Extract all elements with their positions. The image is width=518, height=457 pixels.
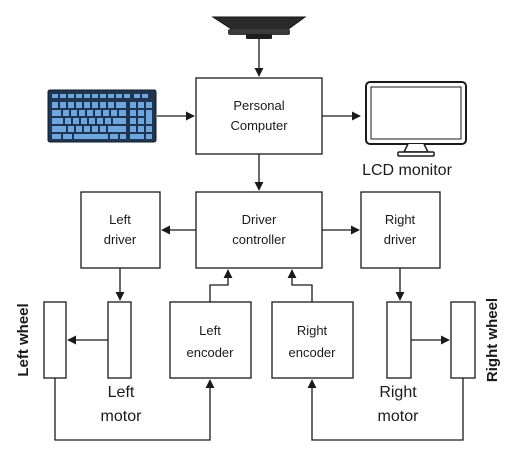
right-encoder-label-line1: Right — [297, 323, 328, 338]
left-motor-caption-line2: motor — [101, 408, 143, 425]
left-encoder-label-line2: encoder — [187, 345, 235, 360]
right-driver-box — [360, 191, 441, 269]
lcd-monitor-icon — [365, 81, 467, 157]
left-encoder-to-controller-arrow — [209, 269, 233, 302]
pc-label-line1: Personal — [233, 98, 284, 113]
pc-label-line2: Computer — [230, 118, 288, 133]
right-driver-label-line1: Right — [385, 212, 416, 227]
left-encoder-box — [169, 301, 252, 379]
right-encoder-to-controller-arrow — [287, 269, 313, 302]
left-driver-box — [80, 191, 161, 269]
left-wheel-box — [43, 301, 67, 379]
right-wheel-box — [450, 301, 476, 379]
driver-controller-label-line2: controller — [232, 232, 286, 247]
right-motor-caption-line2: motor — [378, 408, 420, 425]
left-driver-label-line2: driver — [104, 232, 137, 247]
right-encoder-label-line2: encoder — [289, 345, 337, 360]
left-driver-label-line1: Left — [109, 212, 131, 227]
lcd-monitor-caption: LCD monitor — [362, 162, 452, 179]
left-motor-box — [107, 301, 132, 379]
right-motor-box — [386, 301, 412, 379]
projector-icon — [211, 16, 307, 39]
left-wheel-caption: Left wheel — [15, 303, 32, 376]
driver-controller-box — [195, 191, 323, 269]
left-encoder-label-line1: Left — [199, 323, 221, 338]
right-wheel-caption: Right wheel — [484, 298, 501, 382]
right-encoder-box — [271, 301, 354, 379]
left-motor-caption-line1: Left — [108, 384, 135, 401]
keyboard-icon — [47, 89, 157, 143]
left-wheel-to-encoder-feedback — [54, 378, 215, 441]
right-motor-caption-line1: Right — [379, 384, 417, 401]
driver-controller-label-line1: Driver — [242, 212, 277, 227]
right-driver-label-line2: driver — [384, 232, 417, 247]
personal-computer-box — [195, 77, 323, 155]
right-wheel-to-encoder-feedback — [307, 378, 464, 441]
